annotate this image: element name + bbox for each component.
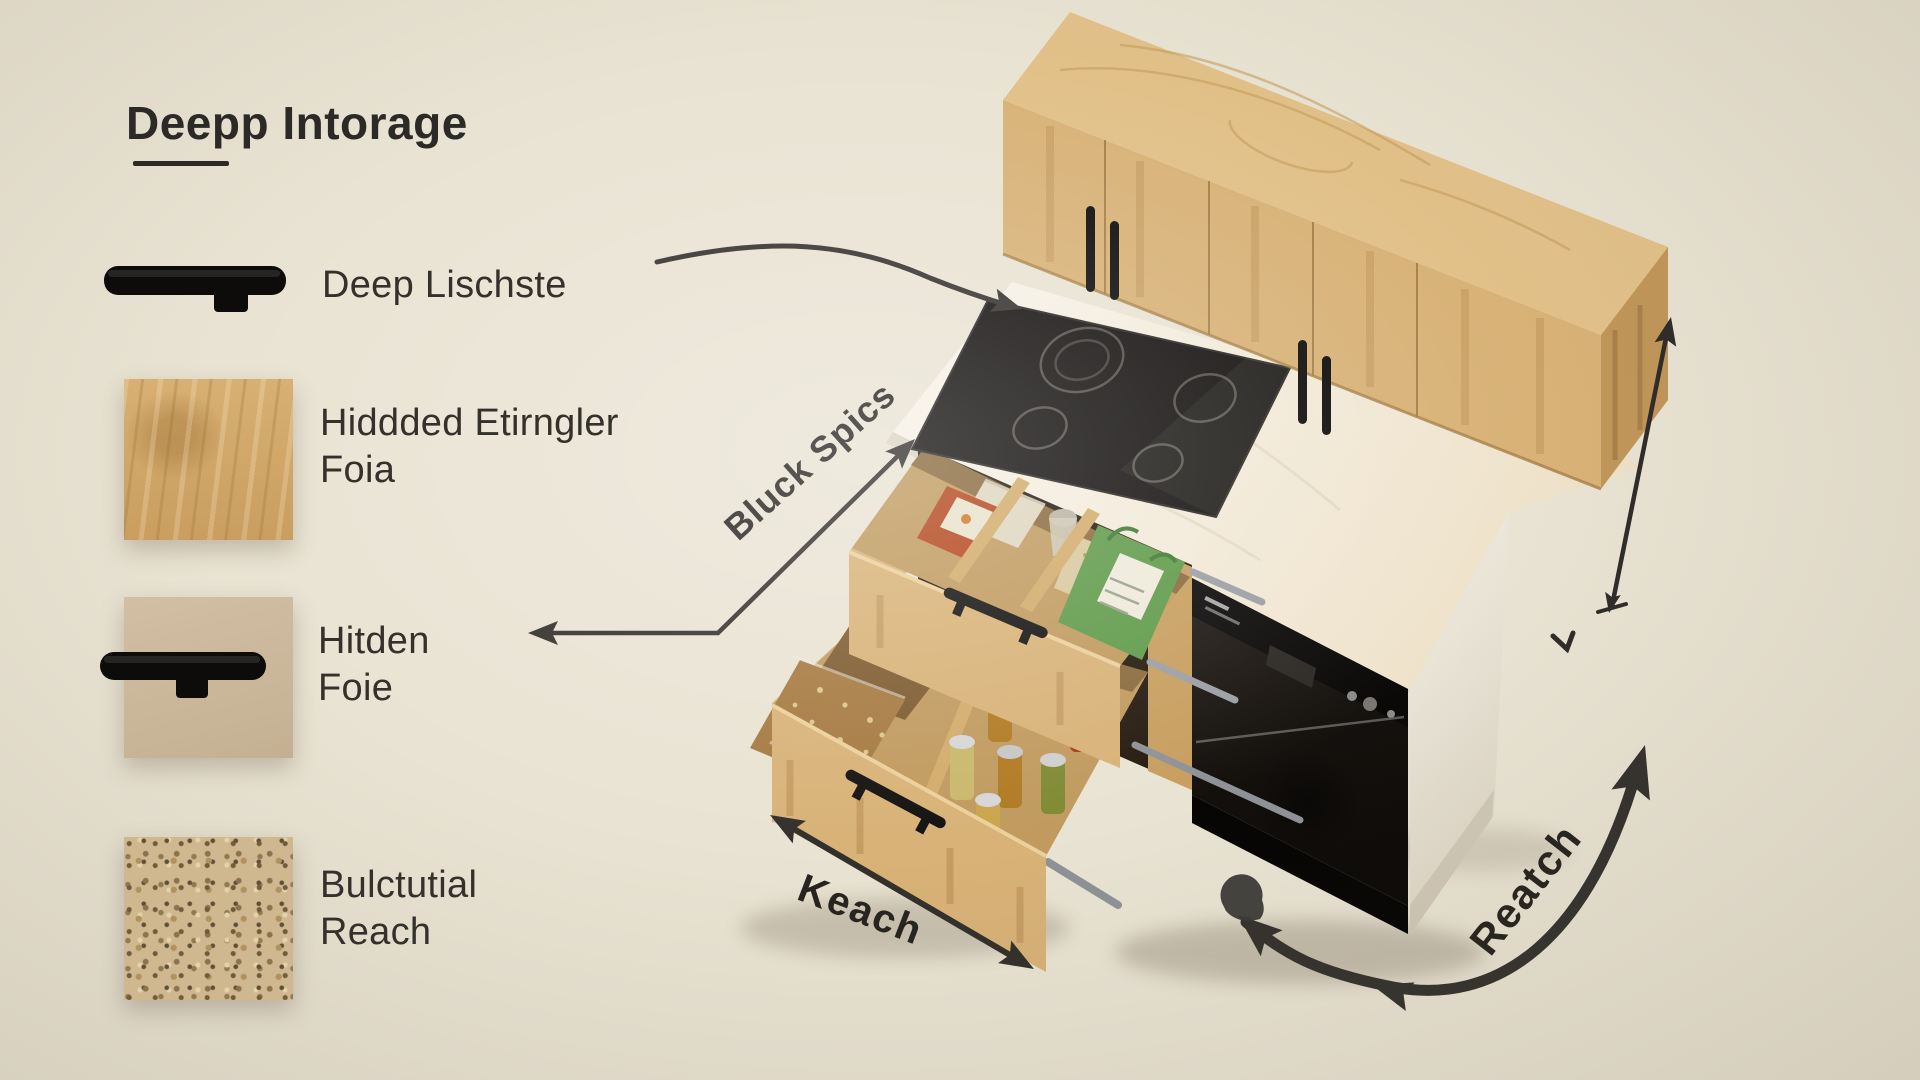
legend-item-hidden-storage: Hiddded Etirngler Foia bbox=[320, 400, 619, 494]
drawer-rails bbox=[1044, 568, 1304, 909]
legend-label-line: Bulctutial bbox=[320, 864, 478, 906]
cooktop-burner bbox=[1173, 373, 1237, 423]
page-title: Deepp Intorage bbox=[126, 97, 468, 149]
dishwasher-knob bbox=[1387, 710, 1395, 718]
dishwasher bbox=[1192, 578, 1408, 934]
cooktop bbox=[910, 298, 1292, 519]
cabinet-handles bbox=[1086, 206, 1331, 435]
title-underline bbox=[133, 161, 229, 166]
legend-label-line: Hiddded Etirngler bbox=[320, 402, 619, 444]
cooktop-burner bbox=[1039, 326, 1125, 394]
dishwasher-kick bbox=[1192, 795, 1408, 934]
legend-item-deep-latches: Deep Lischste bbox=[322, 262, 567, 309]
dishwasher-knob bbox=[1363, 697, 1377, 711]
arrow-hidden-drawer bbox=[535, 443, 911, 636]
dishwasher-knob bbox=[1347, 691, 1357, 701]
person-blob bbox=[1220, 874, 1264, 921]
drawer-handle bbox=[845, 769, 946, 835]
cooktop-burner bbox=[1132, 443, 1184, 483]
legend-item-hidden-foie: Hitden Foie bbox=[318, 618, 430, 712]
legend-label-line: Reach bbox=[320, 911, 432, 953]
arrow-reach-arc bbox=[1240, 764, 1643, 996]
cooktop-burner bbox=[1012, 406, 1068, 450]
arrow-to-cooktop bbox=[654, 243, 1013, 309]
drawer-top bbox=[848, 447, 1190, 768]
upper-cabinet bbox=[1002, 12, 1668, 491]
cabinet-handle-icon bbox=[104, 266, 286, 312]
dimension-line-height bbox=[1609, 325, 1671, 609]
legend-label-line: Deep Lischste bbox=[322, 264, 567, 306]
legend-label-line: Foie bbox=[318, 667, 394, 709]
cabinet-door-seams bbox=[1104, 140, 1418, 417]
legend-label-line: Foia bbox=[320, 449, 396, 491]
base-cabinet-side bbox=[1410, 512, 1509, 935]
wood-swatch bbox=[124, 379, 293, 540]
drawer-handle bbox=[943, 587, 1048, 645]
arrow-reach-width bbox=[779, 819, 1025, 965]
annotations bbox=[528, 243, 1677, 1012]
legend-label-line: Hitden bbox=[318, 620, 430, 662]
dishwasher-control-panel bbox=[1192, 578, 1408, 727]
cabinet-handle-icon bbox=[100, 652, 266, 698]
granite-swatch bbox=[124, 837, 293, 1000]
legend-item-reach: Bulctutial Reach bbox=[320, 862, 477, 956]
